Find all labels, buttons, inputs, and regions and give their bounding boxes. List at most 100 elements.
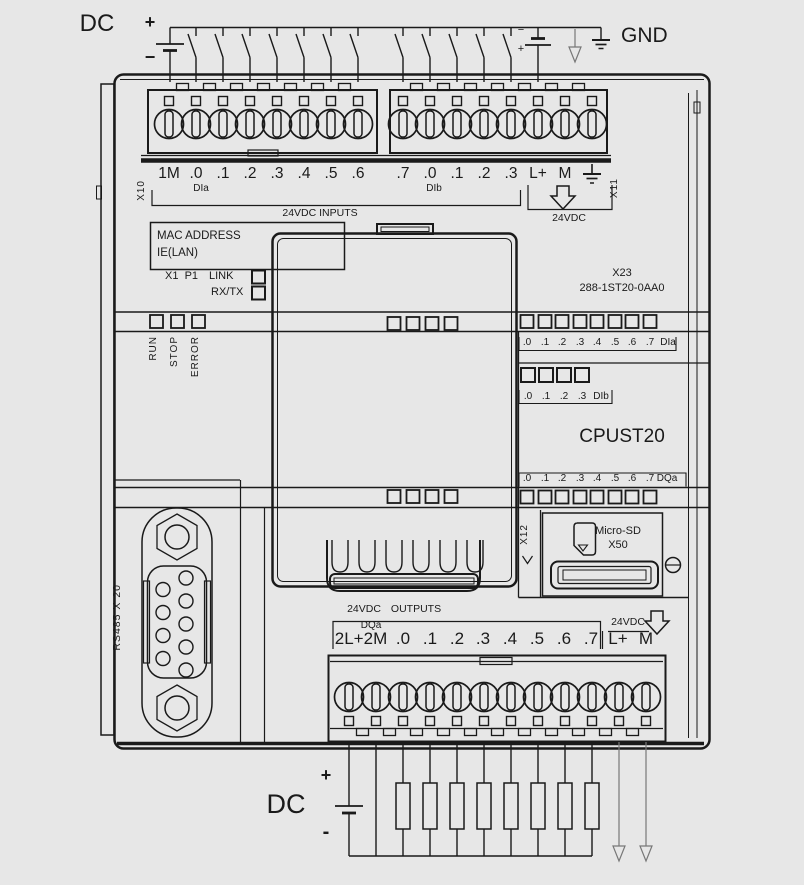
battery3-plus-label: + — [320, 765, 332, 785]
24vdc-block-arrow-top — [550, 185, 576, 210]
dqa-bit-label: .3 — [575, 473, 585, 484]
input-label-marks — [151, 164, 613, 211]
dib-bit-label: .2 — [559, 391, 569, 402]
rs485-label: RS485 X 20 — [111, 584, 123, 651]
housing-outline — [96, 73, 711, 750]
terminal-label-lplus-out: L+ — [608, 629, 628, 648]
sd-slot — [550, 560, 659, 590]
inputs-caption: 24VDC INPUTS — [282, 207, 358, 219]
x23-label: X23 — [612, 267, 632, 279]
dia-bit-label: .2 — [557, 337, 567, 348]
outputs-caption: OUTPUTS — [390, 603, 442, 615]
x12-label: X12 — [519, 524, 530, 545]
battery-minus-label: − — [144, 47, 156, 67]
terminal-label-lplus: L+ — [529, 165, 547, 182]
sd-panel — [522, 512, 682, 597]
dqa-bit-label: .7 — [645, 473, 655, 484]
run-label: RUN — [148, 336, 159, 361]
dqa-bit-label: .2 — [557, 473, 567, 484]
dib-row-name: DIb — [593, 391, 609, 402]
port-label: X1 P1 — [165, 270, 199, 282]
battery-plus-label: + — [144, 12, 156, 32]
terminal-label: .4 — [502, 629, 518, 648]
mac-address-line1: MAC ADDRESS — [157, 230, 241, 242]
dib-bit-label: .0 — [523, 391, 533, 402]
terminal-label: .0 — [189, 165, 203, 182]
error-led — [191, 314, 206, 329]
battery2-plus-label: + — [517, 43, 525, 55]
status-leds — [149, 314, 206, 329]
x10-label: X10 — [136, 180, 147, 201]
screw — [664, 556, 682, 574]
mac-address-box — [149, 221, 346, 271]
terminal-label: .5 — [324, 165, 338, 182]
output-label-marks — [332, 610, 670, 649]
dia-row-name: DIa — [660, 337, 676, 348]
terminal-label-1m: 1M — [158, 165, 180, 182]
dia-bit-label: .4 — [592, 337, 602, 348]
part-number: 288-1ST20-0AA0 — [579, 282, 665, 294]
gnd-label: GND — [621, 24, 668, 47]
terminal-label-2l2m: 2L+2M — [334, 629, 388, 648]
lplus-out-arrow — [612, 845, 626, 862]
dib-bit-label: .1 — [541, 391, 551, 402]
dqa-bit-label: .0 — [522, 473, 532, 484]
dib-led-row — [518, 367, 613, 405]
run-led — [149, 314, 164, 329]
dib-bit-label: .3 — [577, 391, 587, 402]
dia-bit-label: .5 — [610, 337, 620, 348]
sd-card-icon — [573, 522, 597, 556]
error-label: ERROR — [190, 336, 201, 378]
dib-group-label: DIb — [426, 183, 442, 194]
link-led — [251, 269, 266, 285]
terminal-label: .3 — [475, 629, 491, 648]
m-out-arrow — [639, 845, 653, 862]
terminal-label: .3 — [504, 165, 518, 182]
terminal-label: .6 — [556, 629, 572, 648]
x11-label: X11 — [609, 178, 620, 199]
battery2-minus-label: − — [517, 24, 525, 36]
input-terminal-block-left — [147, 82, 378, 157]
terminal-label: .7 — [396, 165, 410, 182]
x50-label: X50 — [608, 539, 628, 551]
terminal-label: .0 — [395, 629, 411, 648]
dc-load-supply-label: DC — [266, 789, 306, 819]
output-terminal-block — [327, 654, 667, 743]
dc-supply-label: DC — [79, 10, 115, 37]
dqa-bit-label: .6 — [627, 473, 637, 484]
dqa-bit-label: .1 — [540, 473, 550, 484]
sensor-supply-arrow — [568, 46, 582, 63]
terminal-label: .1 — [422, 629, 438, 648]
terminal-label: .7 — [583, 629, 599, 648]
input-wiring — [156, 26, 610, 83]
dqa-bit-label: .5 — [610, 473, 620, 484]
output-supply-caption: 24VDC — [611, 616, 645, 628]
terminal-label: .1 — [450, 165, 464, 182]
input-terminal-block-right — [387, 82, 608, 154]
terminal-label: .3 — [270, 165, 284, 182]
front-door — [271, 223, 518, 592]
comm-area — [149, 221, 346, 301]
terminal-label-m: M — [558, 165, 572, 182]
mac-address-line2: IE(LAN) — [157, 247, 198, 259]
dia-bit-label: .3 — [575, 337, 585, 348]
cpu-model: CPUST20 — [579, 426, 665, 447]
earth-terminal-symbol — [583, 164, 601, 184]
terminal-label: .4 — [297, 165, 311, 182]
output-wiring — [335, 742, 653, 862]
terminal-label-m-out: M — [638, 629, 654, 648]
terminal-label: .1 — [216, 165, 230, 182]
battery3-minus-label: - — [322, 821, 330, 843]
dia-group-label: DIa — [193, 183, 209, 194]
dia-bit-label: .7 — [645, 337, 655, 348]
dia-bit-label: .6 — [627, 337, 637, 348]
terminal-label: .6 — [351, 165, 365, 182]
dqa-led-row — [518, 472, 687, 505]
rxtx-label: RX/TX — [211, 286, 244, 298]
stop-led — [170, 314, 185, 329]
terminal-label: .5 — [529, 629, 545, 648]
rs485-connector — [141, 507, 213, 738]
terminal-label: .0 — [423, 165, 437, 182]
